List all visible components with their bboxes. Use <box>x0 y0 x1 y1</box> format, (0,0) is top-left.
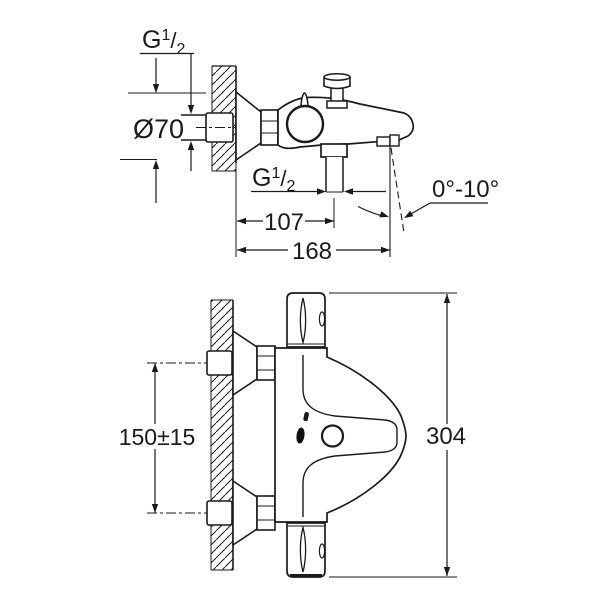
dim-304-label: 304 <box>426 423 466 450</box>
eco-drop-marker <box>296 427 305 444</box>
wall-section-front <box>210 299 234 571</box>
hex-nut-side <box>260 109 279 146</box>
handle-knob-bottom <box>286 522 326 578</box>
wall-hatch <box>211 300 233 570</box>
mousseur-outlet <box>376 134 400 147</box>
detail-mark <box>303 412 309 422</box>
dimension-107: 107 <box>237 198 335 236</box>
dim-107-label: 107 <box>264 209 304 236</box>
hex-nut-front <box>256 345 276 381</box>
supply-nut <box>206 500 233 526</box>
dimension-168: 168 <box>237 238 390 265</box>
upper-s-union <box>206 329 276 397</box>
dimension-thread-top: G1/2 <box>140 26 195 171</box>
escutcheon-front <box>232 329 258 397</box>
grip-groove <box>299 524 307 573</box>
grip-nub <box>318 311 326 327</box>
angle-label: 0°-10° <box>432 176 499 203</box>
spout-inner-contour <box>302 355 398 517</box>
diverter-knob <box>323 73 351 109</box>
dimension-spout-angle: 0°-10° <box>357 176 499 218</box>
dimension-150: 150±15 <box>119 363 196 513</box>
dim-150-label: 150±15 <box>119 424 196 450</box>
thread-outlet-label: G1/2 <box>252 164 295 195</box>
supply-nut <box>206 350 233 376</box>
dimension-304: 304 <box>329 292 466 578</box>
dim-168-label: 168 <box>292 238 332 265</box>
wall-section-side <box>211 65 237 257</box>
spout-tilt-dashed-line <box>390 147 405 234</box>
handle-knob-top <box>286 292 326 348</box>
grip-groove <box>299 297 307 346</box>
dimension-thread-outlet: G1/2 <box>251 164 386 195</box>
hex-nut-front <box>256 495 276 531</box>
diameter-label: Ø70 <box>133 114 184 144</box>
grip-nub <box>318 543 326 559</box>
safety-stop-button <box>320 424 345 448</box>
shower-outlet-pipe <box>320 143 348 193</box>
lower-s-union <box>206 479 276 547</box>
dimension-diameter-70: Ø70 <box>120 58 206 203</box>
escutcheon-side <box>235 90 262 162</box>
thread-top-label: G1/2 <box>142 26 185 58</box>
escutcheon-front <box>232 479 258 547</box>
front-view: 150±15 304 <box>119 292 466 578</box>
side-view: G1/2 Ø70 G1/2 <box>120 26 499 265</box>
handle-knob-side <box>285 104 325 144</box>
